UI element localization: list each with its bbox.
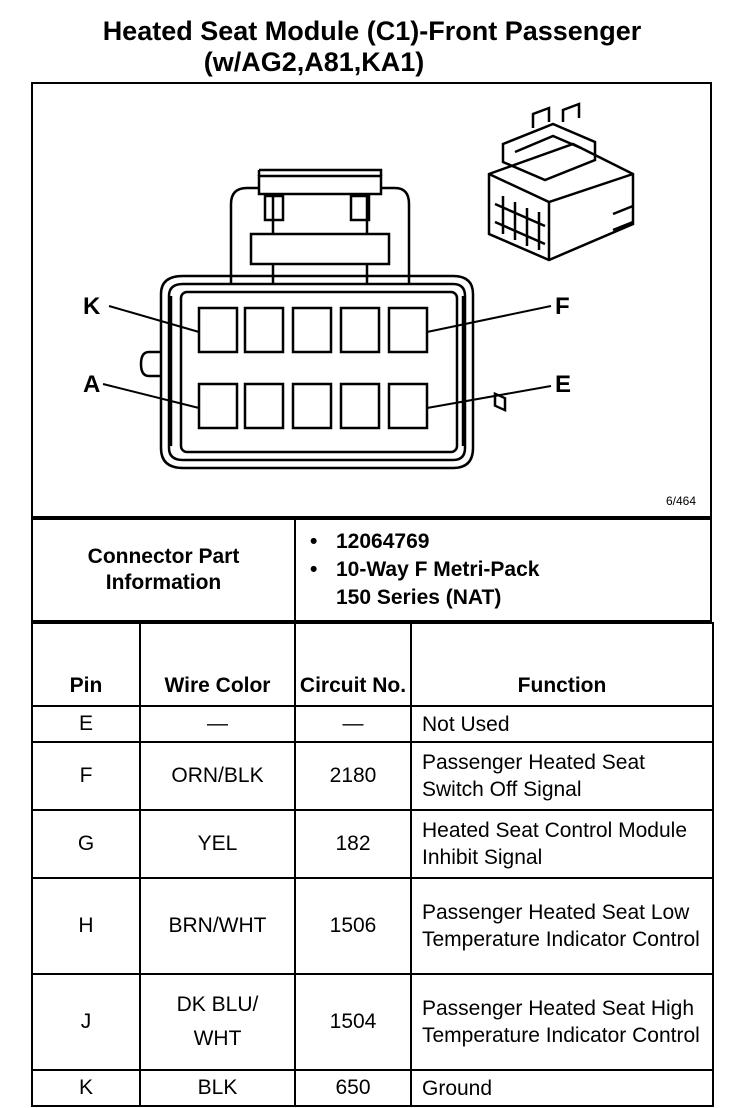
table-row: H BRN/WHT 1506 Passenger Heated Seat Low… [31, 877, 714, 975]
circuit-cell: 1504 [294, 973, 412, 1071]
part-number-line: • 12064769 [310, 528, 709, 556]
pin-cell: F [31, 741, 141, 811]
circuit-cell: 2180 [294, 741, 412, 811]
pin-table: Pin Wire Color Circuit No. Function E — … [31, 622, 714, 1107]
function-cell: Passenger Heated Seat High Temperature I… [410, 973, 714, 1071]
pin-cell: H [31, 877, 141, 975]
table-row: G YEL 182 Heated Seat Control Module Inh… [31, 809, 714, 879]
part-number: 12064769 [336, 530, 430, 553]
pin-label-e: E [555, 371, 571, 398]
description-line-2: 150 Series (NAT) [336, 586, 502, 609]
pin-cell: K [31, 1069, 141, 1107]
title-line-1: Heated Seat Module (C1)-Front Passenger [102, 16, 642, 46]
wire-color-cell: — [139, 705, 296, 743]
wire-color-cell: ORN/BLK [139, 741, 296, 811]
header-pin: Pin [31, 622, 141, 707]
description-line: • 10-Way F Metri-Pack [310, 556, 709, 584]
pin-label-f: F [555, 293, 570, 320]
circuit-cell: — [294, 705, 412, 743]
connector-diagram: K A F E 6/464 [31, 82, 712, 518]
pin-cell: J [31, 973, 141, 1071]
function-cell: Passenger Heated Seat Switch Off Signal [410, 741, 714, 811]
connector-info-table: Connector Part Information • 12064769 • 10… [31, 518, 712, 622]
function-cell: Heated Seat Control Module Inhibit Signa… [410, 809, 714, 879]
header-function: Function [410, 622, 714, 707]
table-row: E — — Not Used [31, 705, 714, 743]
connector-drawing: K A F E [83, 102, 635, 470]
function-cell: Not Used [410, 705, 714, 743]
connector-isometric-view [487, 102, 635, 412]
pin-label-a: A [83, 371, 100, 398]
function-cell: Ground [410, 1069, 714, 1107]
bullet-marker: • [310, 530, 318, 553]
pin-label-k: K [83, 293, 101, 320]
connector-info-label: Connector Part Information [31, 518, 296, 622]
function-cell: Passenger Heated Seat Low Temperature In… [410, 877, 714, 975]
title-line-2: (w/AG2,A81,KA1) [203, 47, 425, 77]
table-row: K BLK 650 Ground [31, 1069, 714, 1107]
table-row: J DK BLU/ WHT 1504 Passenger Heated Seat… [31, 973, 714, 1071]
pin-cell: G [31, 809, 141, 879]
circuit-cell: 650 [294, 1069, 412, 1107]
table-row: F ORN/BLK 2180 Passenger Heated Seat Swi… [31, 741, 714, 811]
wire-color-cell: YEL [139, 809, 296, 879]
bullet-marker: • [310, 558, 318, 581]
pin-table-header: Pin Wire Color Circuit No. Function [31, 622, 714, 707]
figure-id: 6/464 [665, 494, 696, 508]
header-wire-color: Wire Color [139, 622, 296, 707]
description-line-1: 10-Way F Metri-Pack [336, 558, 540, 581]
wire-color-cell: BLK [139, 1069, 296, 1107]
wire-color-cell: BRN/WHT [139, 877, 296, 975]
connector-info-values: • 12064769 • 10-Way F Metri-Pack 150 Serie… [294, 518, 712, 622]
header-circuit-no: Circuit No. [294, 622, 412, 707]
pin-cell: E [31, 705, 141, 743]
wire-color-cell: DK BLU/ WHT [139, 973, 296, 1071]
circuit-cell: 1506 [294, 877, 412, 975]
circuit-cell: 182 [294, 809, 412, 879]
